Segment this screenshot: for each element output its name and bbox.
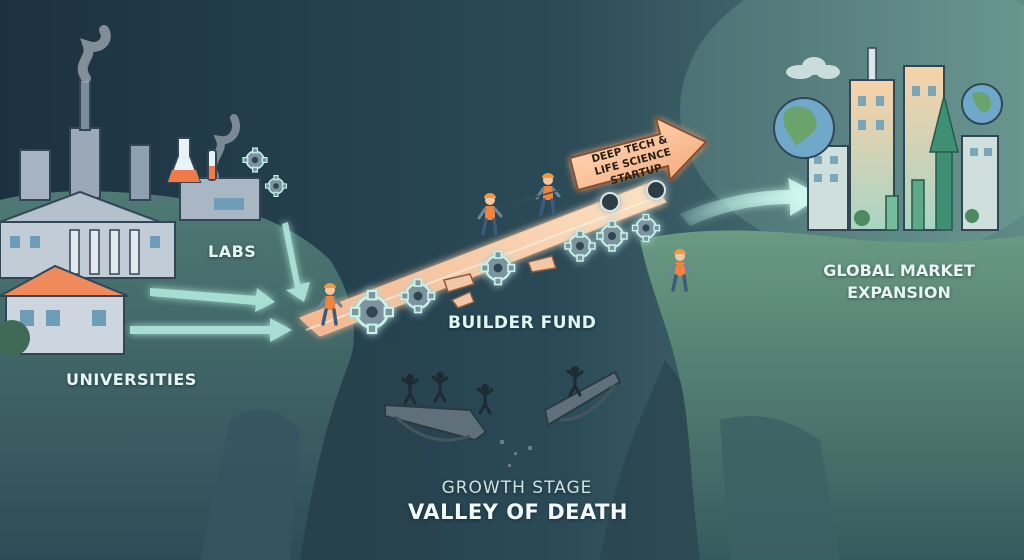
- helping-hands-icon: [443, 255, 557, 309]
- growth-arrow-icon: [885, 95, 959, 231]
- tree-icon: [0, 320, 30, 356]
- flow-arrows: [130, 222, 310, 342]
- builder-fund-bridge: [299, 181, 667, 337]
- tow-rope: [497, 189, 561, 209]
- global-market-label: GLOBAL MARKET EXPANSION: [823, 261, 975, 302]
- expansion-arrow-icon: [680, 178, 822, 226]
- universities-label: UNIVERSITIES: [66, 370, 197, 389]
- globe-icon: [773, 83, 1003, 159]
- university-icon: [0, 190, 176, 279]
- factory-icon: [19, 25, 151, 201]
- cloud-icon: [786, 57, 840, 79]
- growth-stage-label: GROWTH STAGE: [441, 478, 593, 498]
- valley-of-death-label: VALLEY OF DEATH: [407, 500, 628, 524]
- startup-arrow-icon: [568, 116, 708, 212]
- lab-flask-icon: [166, 137, 217, 183]
- labs-label: LABS: [208, 242, 257, 261]
- builder-fund-label: BUILDER FUND: [448, 313, 597, 333]
- broken-bridge-icon: [384, 364, 622, 467]
- lab-building: [179, 114, 261, 221]
